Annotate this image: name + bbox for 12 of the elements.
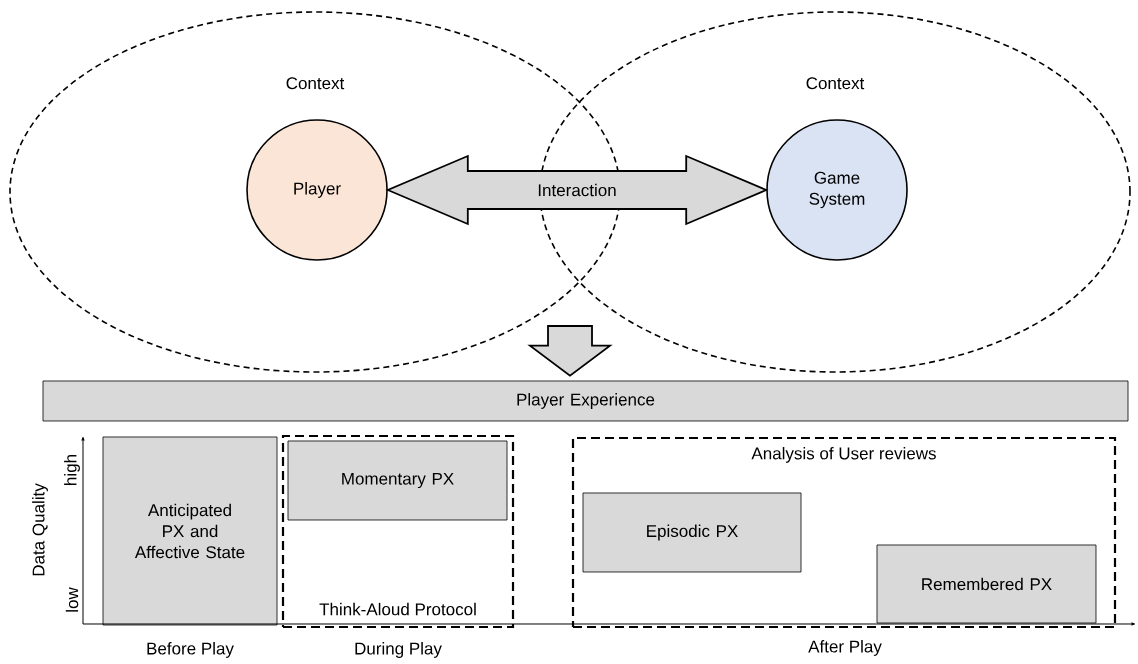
axis-label: After Play [808,640,882,656]
process-box: Anticipated PX and Affective State [102,436,278,626]
axis-label: During Play [355,642,442,658]
axis-label: low [65,587,79,612]
process-box: Momentary PX [287,440,508,521]
process-box: Remembered PX [876,544,1097,624]
experience-bar: Player Experience [42,380,1129,422]
axis-label: Before Play [147,642,234,658]
axis-label: high [64,455,80,485]
axis-label: Data Quality [32,483,48,576]
block-arrow [527,325,613,377]
process-box: Episodic PX [582,492,802,573]
